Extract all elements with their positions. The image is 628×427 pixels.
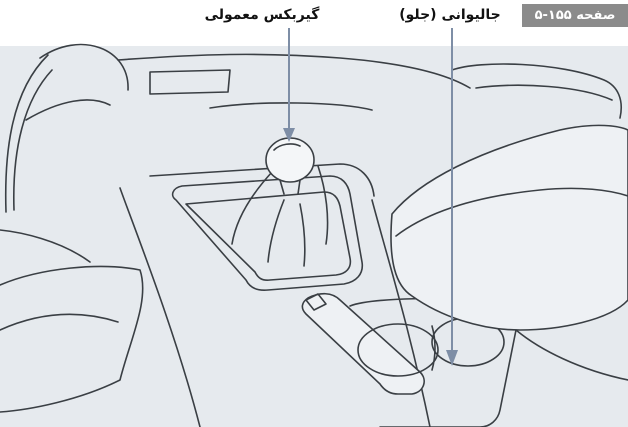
page-badge: صفحه ۱۵۵-۵	[522, 4, 628, 27]
cupholder-label: جالیوانی (جلو)	[388, 7, 512, 23]
gearbox-label: گیربکس معمولی	[188, 7, 336, 23]
